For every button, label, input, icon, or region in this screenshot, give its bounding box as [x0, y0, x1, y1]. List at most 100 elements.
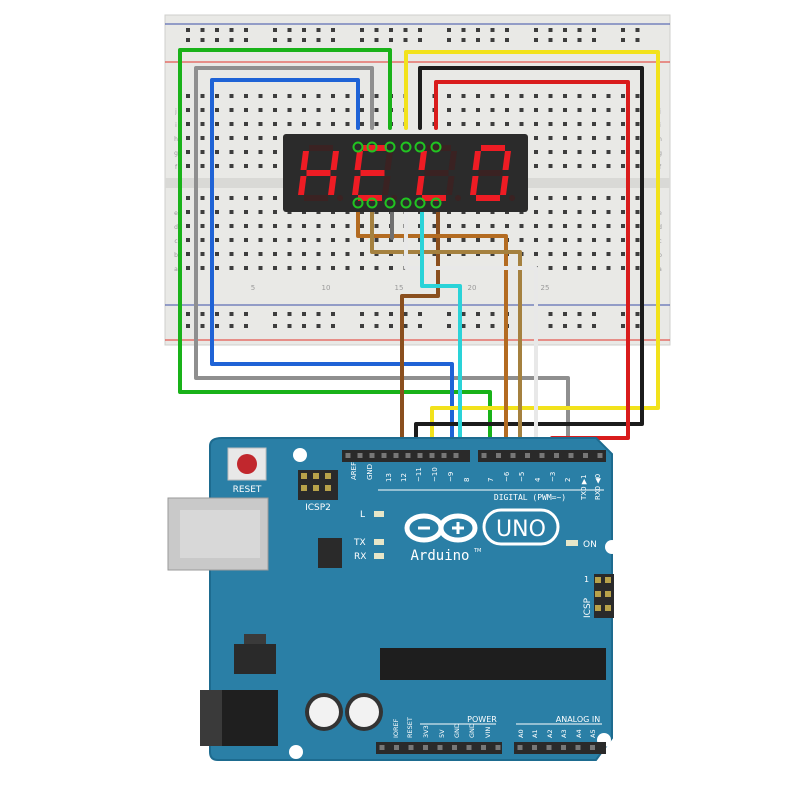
breadboard-hole	[606, 252, 611, 256]
header-hole	[381, 453, 387, 458]
breadboard-hole	[563, 94, 567, 98]
breadboard-hole	[563, 122, 567, 126]
rail-hole	[592, 28, 596, 32]
breadboard-hole	[635, 108, 640, 112]
breadboard-hole	[229, 252, 234, 256]
rail-hole	[418, 38, 422, 42]
row-letter: b	[174, 252, 178, 259]
breadboard-hole	[476, 122, 480, 126]
row-letter: d	[174, 224, 178, 231]
rail-hole	[563, 28, 567, 32]
breadboard-hole	[621, 94, 625, 98]
breadboard-hole	[577, 136, 582, 140]
breadboard-hole	[302, 94, 306, 98]
breadboard-hole	[258, 94, 263, 98]
column-number: 15	[395, 284, 404, 292]
breadboard-hole	[577, 122, 582, 126]
rail-hole	[200, 312, 205, 316]
segment-g	[424, 170, 449, 176]
header-hole	[496, 453, 501, 458]
breadboard-hole	[316, 252, 321, 256]
rail-hole	[447, 324, 451, 328]
icsp2-pin	[301, 485, 307, 491]
segment-g	[478, 170, 503, 176]
rail-hole	[403, 324, 408, 328]
breadboard-hole	[302, 266, 306, 270]
power-pin-label: GND	[453, 723, 461, 738]
breadboard-hole	[244, 238, 248, 242]
rail-hole	[490, 28, 495, 32]
breadboard-hole	[331, 266, 335, 270]
rail-hole	[374, 312, 379, 316]
header-hole	[453, 453, 459, 458]
breadboard-hole	[490, 94, 495, 98]
breadboard-hole	[215, 238, 219, 242]
rail-hole	[302, 28, 306, 32]
breadboard-hole	[577, 266, 582, 270]
mounting-hole	[605, 540, 619, 554]
breadboard-hole	[200, 196, 205, 200]
rail-hole	[244, 28, 248, 32]
breadboard-hole	[592, 196, 596, 200]
rail-hole	[316, 28, 321, 32]
breadboard-hole	[592, 108, 596, 112]
header-hole	[357, 453, 363, 458]
breadboard-hole	[287, 224, 292, 228]
breadboard-hole	[316, 94, 321, 98]
breadboard-hole	[229, 122, 234, 126]
breadboard-hole	[258, 136, 263, 140]
rail-hole	[389, 324, 393, 328]
reset-button-cap[interactable]	[237, 454, 257, 474]
breadboard-hole	[548, 238, 553, 242]
breadboard-hole	[432, 238, 437, 242]
row-letter: e	[174, 210, 178, 217]
breadboard-hole	[360, 252, 364, 256]
breadboard-hole	[476, 108, 480, 112]
breadboard-hole	[505, 94, 509, 98]
header-hole	[379, 745, 385, 750]
row-letter: i	[659, 122, 661, 129]
rail-hole	[360, 324, 364, 328]
breadboard-hole	[519, 238, 524, 242]
breadboard-hole	[592, 252, 596, 256]
breadboard-hole	[548, 210, 553, 214]
wires	[178, 48, 660, 454]
wire-gray	[194, 66, 570, 454]
breadboard-hole	[360, 238, 364, 242]
analog-pin-label: A4	[575, 729, 583, 738]
breadboard-hole	[635, 164, 640, 168]
rail-hole	[287, 38, 292, 42]
segment-c	[446, 176, 455, 195]
breadboard-hole	[534, 136, 538, 140]
breadboard-hole	[447, 224, 451, 228]
rail-hole	[534, 28, 538, 32]
breadboard-hole	[200, 108, 205, 112]
tx-led	[374, 539, 384, 545]
row-letter: f	[659, 164, 662, 171]
breadboard-hole	[476, 224, 480, 228]
breadboard-hole	[592, 224, 596, 228]
rail-hole	[331, 312, 335, 316]
rail-hole	[360, 312, 364, 316]
breadboard-hole	[215, 196, 219, 200]
breadboard-hole	[244, 266, 248, 270]
power-pin-label: GND	[468, 723, 476, 738]
rail-hole	[447, 312, 451, 316]
breadboard-hole	[215, 164, 219, 168]
capacitor-top	[349, 697, 379, 727]
breadboard-hole	[200, 150, 205, 154]
analog-label: ANALOG IN	[556, 715, 601, 724]
power-pin-label: VIN	[484, 727, 492, 738]
breadboard-hole	[519, 122, 524, 126]
breadboard-hole	[635, 238, 640, 242]
breadboard-hole	[360, 266, 364, 270]
rail-hole	[461, 28, 466, 32]
usb-port-inner	[180, 510, 260, 558]
rail-hole	[476, 28, 480, 32]
breadboard-hole	[592, 238, 596, 242]
header-hole	[429, 453, 435, 458]
breadboard-hole	[186, 108, 190, 112]
